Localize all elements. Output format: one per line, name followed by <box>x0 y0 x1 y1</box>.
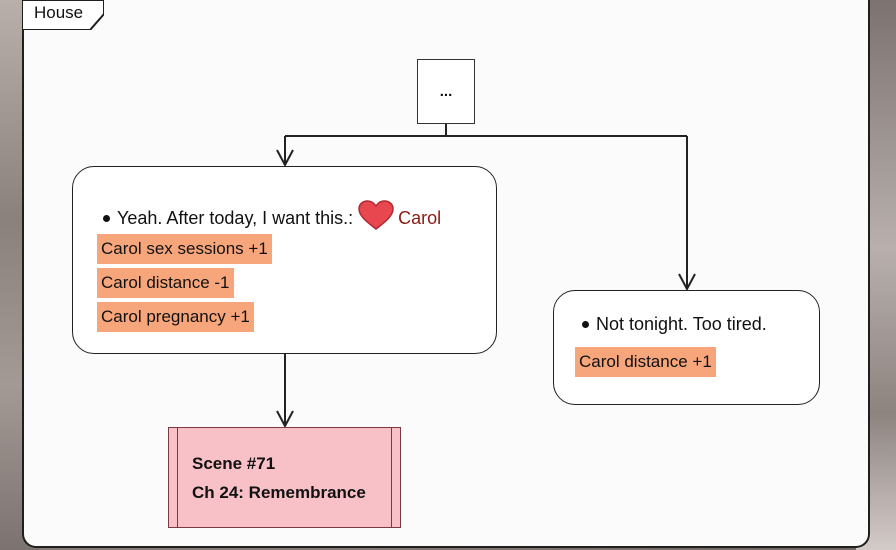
frame-title-tab: House <box>22 0 104 30</box>
arrowhead-left-choice <box>276 149 294 168</box>
bullet-icon <box>582 321 589 328</box>
arrowhead-scene <box>276 410 294 429</box>
bullet-icon <box>103 215 110 222</box>
start-node[interactable]: ... <box>417 59 475 124</box>
character-name: Carol <box>398 208 442 228</box>
effect-tag: Carol sex sessions +1 <box>97 234 272 264</box>
scene-number: Scene #71 <box>192 454 276 473</box>
effect-tag: Carol distance +1 <box>575 347 716 377</box>
effect-tag: Carol distance -1 <box>97 268 234 298</box>
heart-icon <box>357 200 395 237</box>
effect-tag: Carol pregnancy +1 <box>97 302 254 332</box>
choice-text: Yeah. After today, I want this.: <box>117 208 354 228</box>
choice-line-yeah: Yeah. After today, I want this.: Carol <box>103 200 441 237</box>
frame-title: House <box>34 3 84 22</box>
scene-chapter: Ch 24: Remembrance <box>192 483 366 502</box>
scene-node[interactable]: Scene #71 Ch 24: Remembrance <box>168 427 401 528</box>
choice-text: Not tonight. Too tired. <box>596 314 767 334</box>
choice-line-not-tonight: Not tonight. Too tired. <box>582 314 767 335</box>
arrowhead-right-choice <box>678 273 696 292</box>
